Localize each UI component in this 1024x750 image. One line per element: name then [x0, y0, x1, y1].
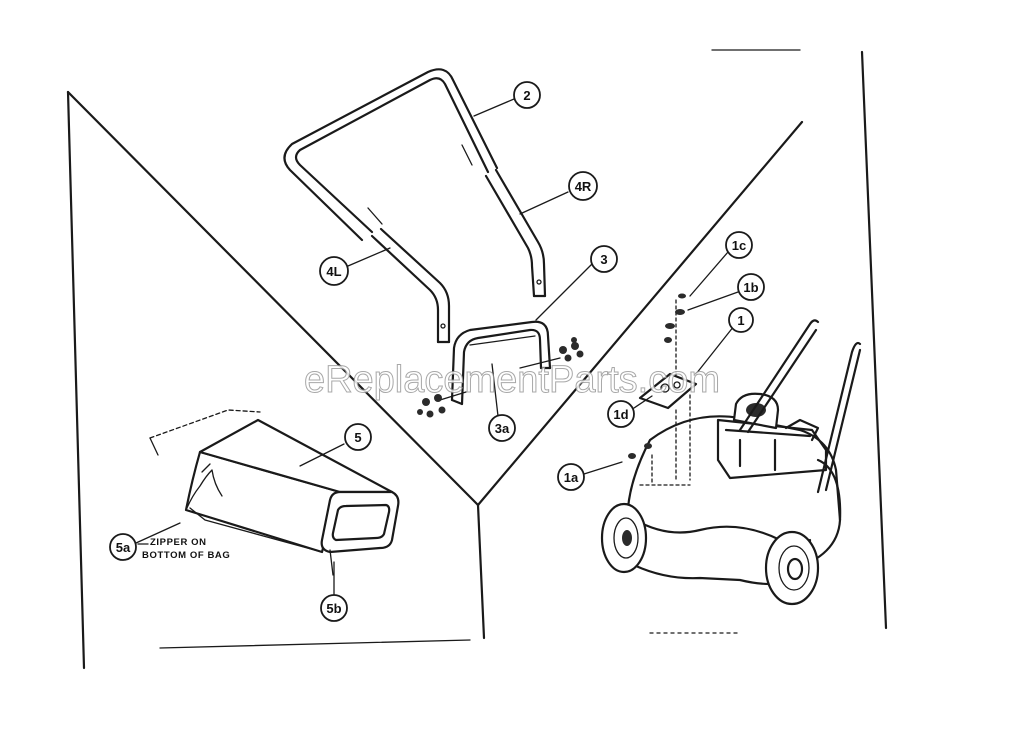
callout-1c: 1c [725, 231, 753, 259]
callout-2: 2 [513, 81, 541, 109]
mower-handle-mount [628, 293, 698, 486]
callout-label: 1d [613, 407, 628, 422]
callout-label: 1 [737, 313, 744, 328]
callout-3a: 3a [488, 414, 516, 442]
callout-3: 3 [590, 245, 618, 273]
callout-label: 1b [743, 280, 758, 295]
callout-label: 5b [326, 601, 341, 616]
callout-label: 5a [116, 540, 131, 555]
grass-bag [149, 409, 400, 576]
callout-label: 4R [575, 179, 592, 194]
zipper-note: ZIPPER ON BOTTOM OF BAG [137, 537, 230, 561]
callout-5a: 5a [109, 533, 137, 561]
mower-wheels [600, 502, 820, 606]
leader-lines [135, 98, 739, 596]
mower-handle-arms [738, 319, 862, 494]
callout-label: 3 [600, 252, 607, 267]
callout-label: 4L [326, 264, 341, 279]
callout-5: 5 [344, 423, 372, 451]
panel-divider-lines [66, 49, 888, 670]
lower-handle-right [484, 168, 547, 298]
callout-4R: 4R [568, 171, 598, 201]
callout-5b: 5b [320, 594, 348, 622]
callout-1b: 1b [737, 273, 765, 301]
bracket-hardware [417, 337, 584, 418]
handle-bracket [450, 320, 552, 406]
lower-handle-left [370, 227, 451, 344]
callout-label: 1c [732, 238, 746, 253]
callout-label: 3a [495, 421, 510, 436]
callout-1: 1 [728, 307, 754, 333]
callout-4L: 4L [319, 256, 349, 286]
callout-1d: 1d [607, 400, 635, 428]
callout-1a: 1a [557, 463, 585, 491]
zipper-note-line2: BOTTOM OF BAG [142, 550, 230, 561]
callout-label: 2 [523, 88, 530, 103]
zipper-note-line1: ZIPPER ON [150, 537, 207, 548]
watermark-text: eReplacementParts.com [304, 359, 720, 401]
upper-handle [283, 68, 499, 242]
callout-label: 1a [564, 470, 579, 485]
callout-label: 5 [354, 430, 361, 445]
